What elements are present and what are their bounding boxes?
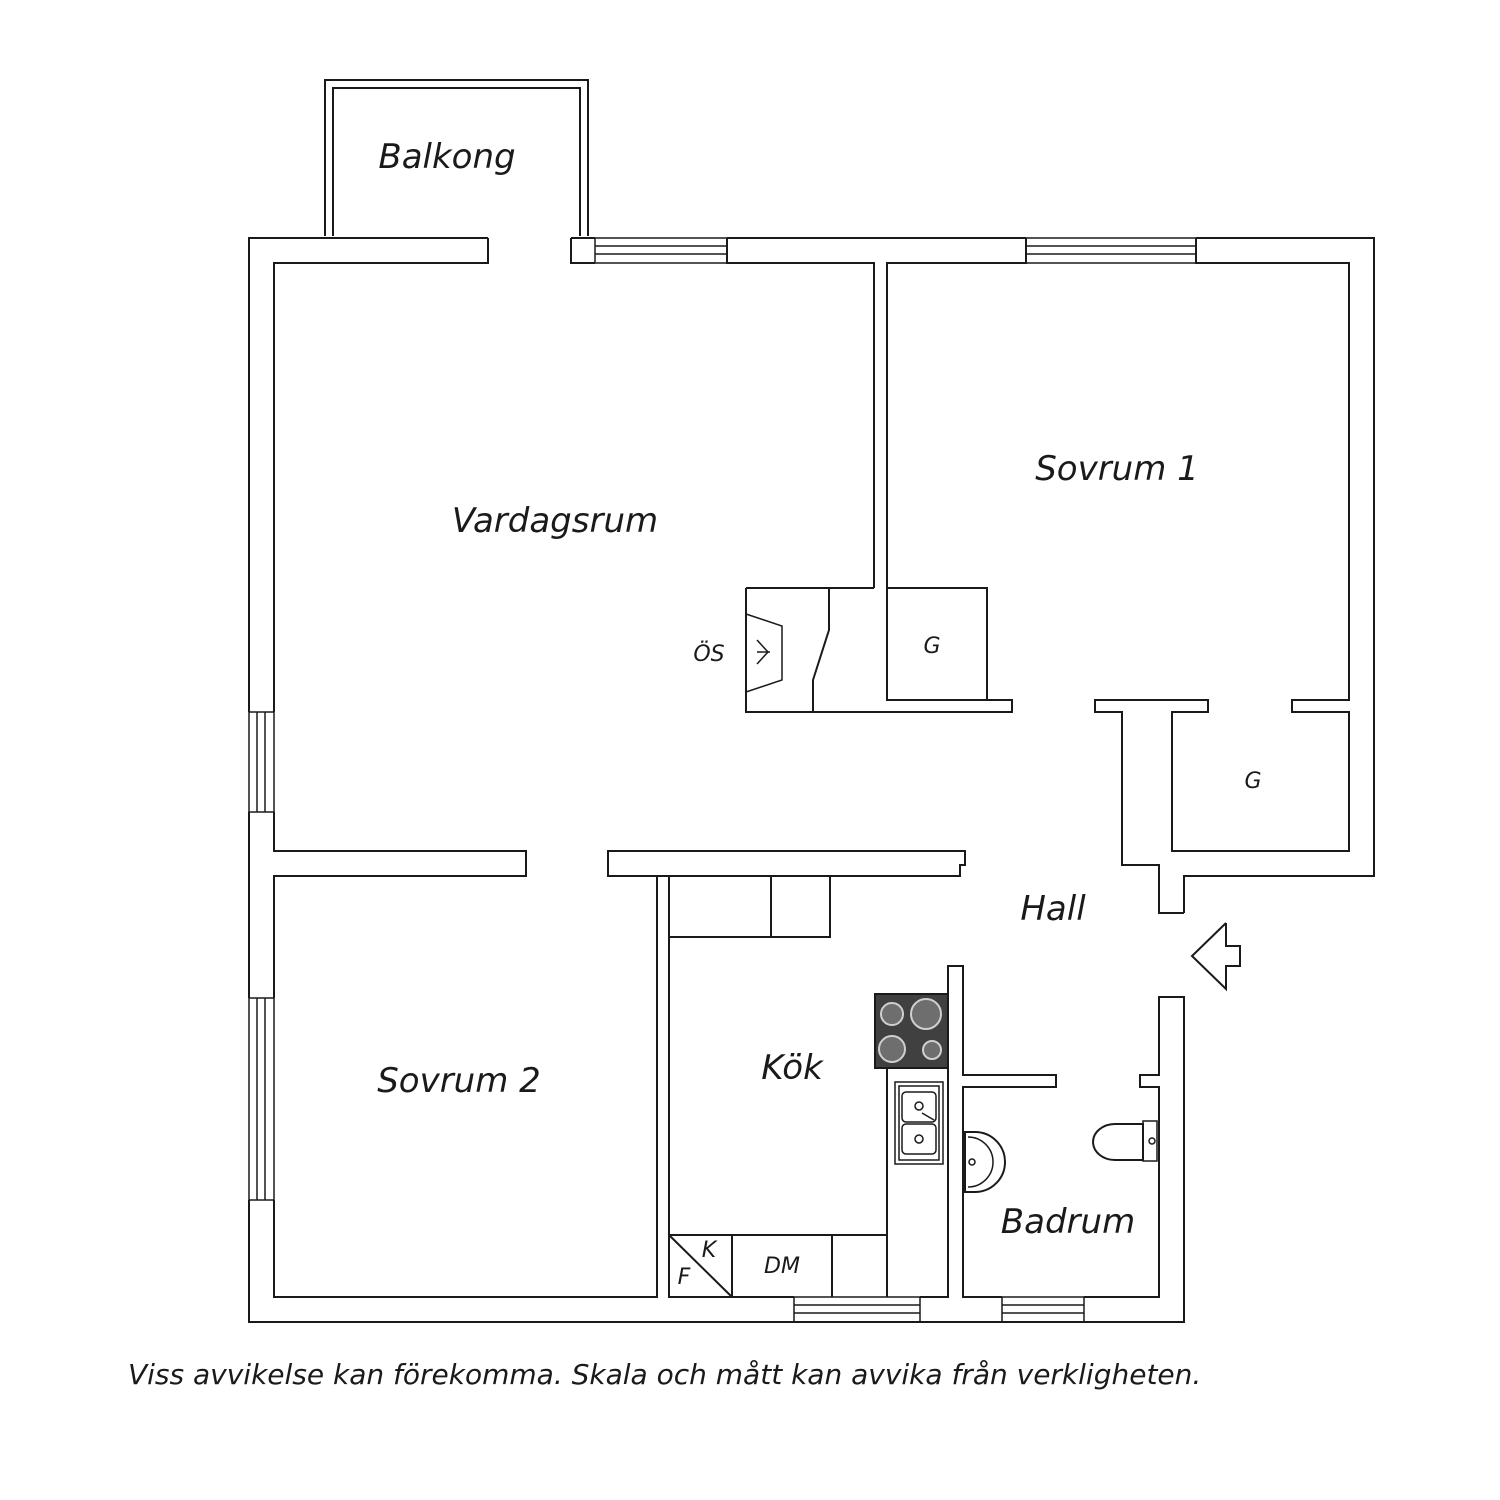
fireplace-block	[745, 587, 1013, 713]
bathroom-fixtures	[964, 1120, 1158, 1193]
label-sovrum-2: Sovrum 2	[377, 1061, 541, 1101]
label-kok: Kök	[761, 1048, 824, 1088]
label-hall: Hall	[1020, 889, 1086, 929]
kitchen-fixtures	[668, 876, 949, 1298]
label-sovrum-1: Sovrum 1	[1035, 449, 1199, 489]
washbasin	[964, 1131, 1006, 1193]
label-badrum: Badrum	[1001, 1202, 1135, 1242]
label-kyl: K	[702, 1238, 718, 1263]
entrance-arrow	[1190, 922, 1241, 992]
disclaimer-caption: Viss avvikelse kan förekomma. Skala och …	[128, 1358, 1202, 1391]
windows	[248, 237, 1197, 1323]
label-frys: F	[678, 1265, 691, 1290]
label-oppen-spis: ÖS	[693, 641, 724, 667]
label-garderob-1: G	[923, 634, 940, 659]
label-vardagsrum: Vardagsrum	[452, 501, 658, 541]
balcony	[324, 79, 589, 236]
label-garderob-2: G	[1244, 769, 1261, 794]
label-diskmaskin: DM	[764, 1254, 800, 1279]
toilet	[1092, 1123, 1144, 1161]
label-balkong: Balkong	[378, 137, 515, 177]
sink	[894, 1081, 944, 1165]
exterior-walls	[248, 237, 1375, 1323]
